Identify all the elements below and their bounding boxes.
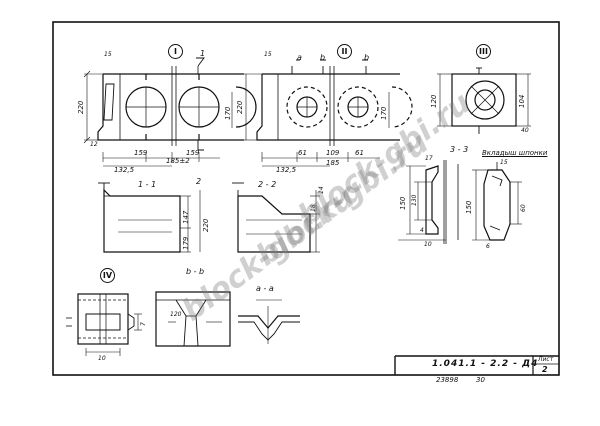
- dim-130: 130: [411, 194, 418, 206]
- dim-147: 147: [182, 210, 190, 224]
- archive-sheet: 30: [476, 376, 485, 384]
- dim-61: 61: [298, 149, 307, 157]
- dim-109: 109: [326, 149, 340, 157]
- view-4-dimensions: [85, 313, 142, 356]
- dim-7: 7: [140, 322, 147, 326]
- view-1-plan: [97, 57, 257, 151]
- dim-15-insert: 15: [500, 159, 508, 166]
- archive-number: 23898: [436, 376, 459, 384]
- section-label-a-a: a - a: [256, 284, 274, 293]
- view-marker-3: III: [476, 44, 491, 59]
- key-insert-dimensions: [472, 169, 522, 241]
- view-1-dimensions: [83, 70, 233, 167]
- dim-220: 220: [77, 100, 85, 114]
- drawing-code: 1.041.1 - 2.2 - Д4: [432, 359, 539, 369]
- dim-60: 60: [520, 204, 527, 212]
- dim-4: 4: [420, 227, 424, 234]
- section-3-3: [425, 160, 459, 244]
- section-label-2-2: 2 - 2: [258, 180, 277, 189]
- cut-mark-a: a: [297, 53, 302, 62]
- dim-185: 185: [326, 159, 340, 167]
- section-label-1-1: 1 - 1: [138, 180, 157, 189]
- dim-10: 10: [424, 241, 432, 248]
- view-3-dimensions: [437, 73, 531, 127]
- insert-label: Вкладыш шпонки: [482, 149, 548, 157]
- cut-mark-1: 1: [200, 49, 206, 58]
- cut-mark-b: b: [364, 53, 370, 62]
- view-marker-1: I: [168, 44, 183, 59]
- dim-10-iv: 10: [98, 355, 106, 362]
- section-label-3-3: 3 - 3: [450, 145, 469, 154]
- dim-104: 104: [518, 94, 526, 108]
- section-label-b-b: b - b: [186, 267, 205, 276]
- dim-179: 179: [182, 236, 190, 250]
- dim-40: 40: [521, 127, 529, 134]
- dim-15-v2: 15: [264, 51, 272, 58]
- dim-17: 17: [425, 155, 433, 162]
- dim-150: 150: [399, 196, 407, 210]
- dim-185-2: 185±2: [166, 157, 190, 165]
- dim-120-bb: 120: [170, 311, 182, 318]
- view-2-plan: [256, 59, 413, 146]
- sheet-frame: [52, 21, 560, 376]
- view-marker-4: IV: [100, 268, 115, 283]
- dim-159: 159: [134, 149, 148, 157]
- sheet-number: 2: [542, 365, 548, 374]
- key-insert-detail: [483, 162, 511, 241]
- section-1-1-dimensions: [180, 190, 201, 253]
- cut-mark-b2: b: [320, 53, 326, 62]
- section-b-b: [155, 291, 231, 347]
- section-3-3-dimensions: [398, 165, 446, 241]
- dim-15: 15: [104, 51, 112, 58]
- dim-150-insert: 150: [465, 200, 473, 214]
- cut-mark-2: 2: [196, 177, 202, 186]
- dim-159b: 159: [186, 149, 200, 157]
- dim-61b: 61: [355, 149, 364, 157]
- dim-220-s11: 220: [202, 218, 210, 232]
- dim-6: 6: [486, 243, 490, 250]
- section-1-1: [98, 182, 181, 253]
- dim-220-v2: 220: [236, 100, 244, 114]
- section-2-2-dimensions: [310, 190, 320, 253]
- dim-132-5: 132,5: [114, 166, 135, 174]
- dim-170-v2: 170: [380, 106, 388, 120]
- view-3-detail: [451, 67, 517, 134]
- dim-132-5-v2: 132,5: [276, 166, 297, 174]
- view-marker-2: II: [337, 44, 352, 59]
- dim-170: 170: [224, 106, 232, 120]
- dim-12: 12: [90, 141, 98, 148]
- sheet-label: Лист: [538, 356, 554, 363]
- view-2-dimensions: [243, 73, 390, 167]
- section-a-a: [238, 299, 300, 344]
- view-4-detail: [66, 293, 135, 345]
